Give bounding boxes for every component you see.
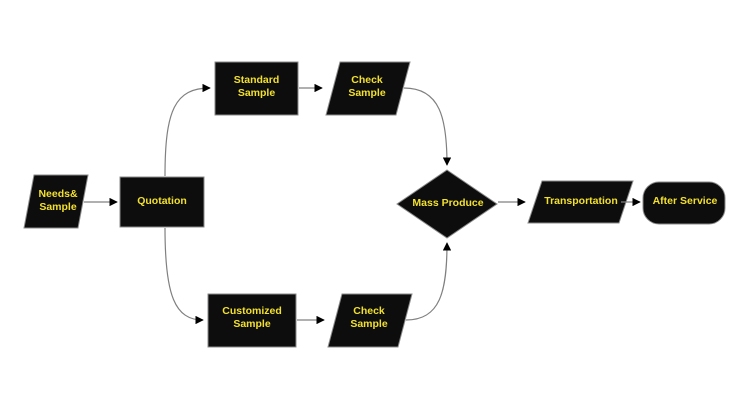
node-after-service[interactable] <box>642 181 726 225</box>
node-needs-sample[interactable] <box>23 174 89 229</box>
node-check-sample-bottom[interactable] <box>327 293 413 348</box>
edge-check-top-to-mass <box>403 87 452 166</box>
edge-check-bottom-to-mass <box>405 242 452 321</box>
node-customized-sample[interactable] <box>207 293 297 348</box>
edge-quotation-to-customized <box>164 227 204 325</box>
node-quotation[interactable] <box>119 176 205 228</box>
edge-quotation-to-standard <box>164 83 211 177</box>
node-standard-sample[interactable] <box>214 61 299 116</box>
node-mass-produce[interactable] <box>396 169 498 239</box>
node-check-sample-top[interactable] <box>325 61 411 116</box>
node-transportation[interactable] <box>527 180 634 224</box>
